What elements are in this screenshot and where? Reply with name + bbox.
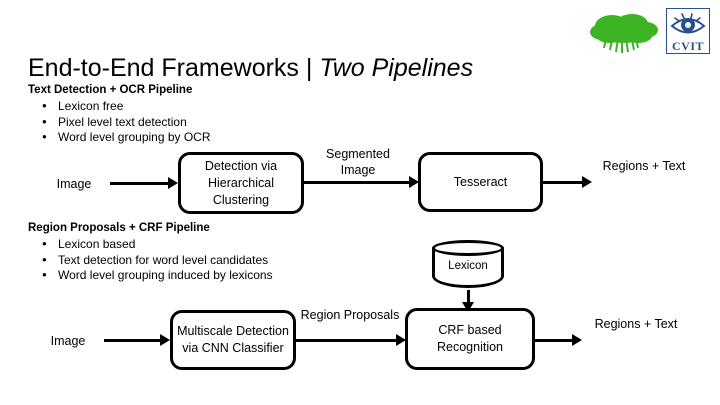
list-item: Text detection for word level candidates	[40, 252, 273, 269]
pipeline1-output-label: Regions + Text	[602, 159, 686, 173]
list-item: Word level grouping by OCR	[40, 129, 211, 146]
pipeline1-edge-input	[110, 182, 170, 185]
pipeline1-edge1-label: Segmented Image	[326, 147, 390, 177]
list-item: Word level grouping induced by lexicons	[40, 267, 273, 284]
pipeline2-bullet-list: Lexicon based Text detection for word le…	[40, 236, 273, 284]
pipeline2-edge-lexicon-arrowhead	[462, 302, 474, 312]
pipeline1-box-tesseract: Tesseract	[418, 152, 543, 212]
list-item: Lexicon free	[40, 98, 211, 115]
list-item: Lexicon based	[40, 236, 273, 253]
pipeline1-edge-output	[543, 181, 587, 184]
page-title-emphasis: Two Pipelines	[319, 53, 474, 82]
pipeline2-heading: Region Proposals + CRF Pipeline	[28, 222, 210, 234]
pipeline2-edge1-label: Region Proposals	[300, 308, 400, 322]
pipeline1-edge-input-arrowhead	[168, 177, 178, 189]
pipeline1-edge-segmented	[304, 181, 414, 184]
page-title: End-to-End Frameworks | Two Pipelines	[28, 53, 473, 83]
pipeline1-edge-output-arrowhead	[582, 176, 592, 188]
pipeline1-input-label: Image	[56, 177, 92, 191]
pipeline2-edge-input	[104, 339, 162, 342]
cvit-logo: CVIT	[666, 8, 710, 54]
pipeline2-box-crf: CRF based Recognition	[405, 308, 535, 370]
page-title-main: End-to-End Frameworks |	[28, 53, 320, 82]
pipeline1-bullet-list: Lexicon free Pixel level text detection …	[40, 98, 211, 146]
list-item: Pixel level text detection	[40, 114, 211, 131]
cvit-eye-icon	[670, 13, 706, 34]
pipeline2-edge-lexicon	[467, 290, 470, 310]
pipeline2-output-label: Regions + Text	[594, 317, 678, 331]
tree-logo-icon	[590, 14, 658, 53]
pipeline2-edge-output-arrowhead	[572, 334, 582, 346]
pipeline2-datastore-label: Lexicon	[448, 260, 488, 272]
cvit-wordmark: CVIT	[671, 39, 704, 53]
pipeline2-edge-proposals	[296, 339, 401, 342]
pipeline2-edge-output	[535, 339, 577, 342]
pipeline2-input-label: Image	[50, 334, 86, 348]
cylinder-top	[432, 240, 504, 256]
pipeline2-edge-input-arrowhead	[160, 334, 170, 346]
logo-area: CVIT	[588, 8, 712, 54]
pipeline2-edge-proposals-arrowhead	[396, 334, 406, 346]
pipeline2-datastore-lexicon: Lexicon	[432, 240, 504, 292]
pipeline1-box-detection: Detection via Hierarchical Clustering	[178, 152, 304, 214]
pipeline1-edge-segmented-arrowhead	[409, 176, 419, 188]
pipeline2-box-multiscale: Multiscale Detection via CNN Classifier	[170, 310, 296, 370]
pipeline1-heading: Text Detection + OCR Pipeline	[28, 84, 193, 96]
